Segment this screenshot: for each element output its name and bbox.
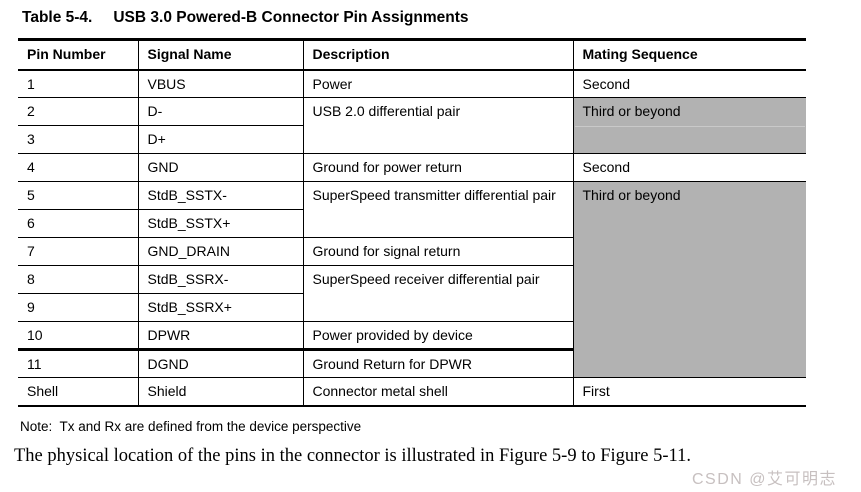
table-row: 7 GND_DRAIN Ground for signal return xyxy=(18,237,806,266)
table-row: 9 StdB_SSRX+ xyxy=(18,293,806,322)
cell-description: Ground for signal return xyxy=(303,237,574,266)
header-description: Description xyxy=(303,38,574,71)
cell-signal: StdB_SSTX- xyxy=(138,181,304,210)
cell-signal: GND xyxy=(138,153,304,182)
body-paragraph: The physical location of the pins in the… xyxy=(14,446,691,466)
table-row: 5 StdB_SSTX- SuperSpeed transmitter diff… xyxy=(18,181,806,378)
cell-signal: StdB_SSRX+ xyxy=(138,293,304,322)
table-row: 2 D- USB 2.0 differential pair Third or … xyxy=(18,97,806,154)
cell-signal: VBUS xyxy=(138,69,304,98)
cell-pin: 11 xyxy=(18,349,139,378)
cell-pin: 5 xyxy=(18,181,139,210)
table-row: 11 DGND Ground Return for DPWR xyxy=(18,349,806,378)
table-row: 3 D+ xyxy=(18,125,806,154)
cell-signal: DGND xyxy=(138,349,304,378)
table-row: 4 GND Ground for power return Second xyxy=(18,153,806,182)
cell-signal: GND_DRAIN xyxy=(138,237,304,266)
cell-mating: Third or beyond xyxy=(573,181,806,378)
cell-pin: 6 xyxy=(18,209,139,238)
cell-description: SuperSpeed transmitter differential pair xyxy=(303,181,574,238)
table-row: 6 StdB_SSTX+ xyxy=(18,209,806,238)
cell-signal: Shield xyxy=(138,377,304,407)
cell-signal: StdB_SSTX+ xyxy=(138,209,304,238)
cell-pin: 9 xyxy=(18,293,139,322)
cell-description: Power provided by device xyxy=(303,321,574,351)
cell-pin: 10 xyxy=(18,321,139,351)
table-row: Shell Shield Connector metal shell First xyxy=(18,377,806,407)
cell-mating: Third or beyond xyxy=(573,97,806,154)
table-row: 10 DPWR Power provided by device xyxy=(18,321,806,351)
header-signal-name: Signal Name xyxy=(138,38,304,71)
cell-pin: 4 xyxy=(18,153,139,182)
cell-description: Ground Return for DPWR xyxy=(303,349,574,378)
table-row: 1 VBUS Power Second xyxy=(18,69,806,98)
cell-description: Ground for power return xyxy=(303,153,574,182)
cell-signal: D+ xyxy=(138,125,304,154)
cell-description: Connector metal shell xyxy=(303,377,574,407)
table-row: 8 StdB_SSRX- SuperSpeed receiver differe… xyxy=(18,265,806,322)
cell-pin: 8 xyxy=(18,265,139,294)
cell-signal: DPWR xyxy=(138,321,304,351)
cell-pin: 7 xyxy=(18,237,139,266)
cell-pin: 2 xyxy=(18,97,139,126)
csdn-watermark: CSDN @艾可明志 xyxy=(692,471,838,488)
cell-description: SuperSpeed receiver differential pair xyxy=(303,265,574,322)
cell-description: Power xyxy=(303,69,574,98)
header-pin-number: Pin Number xyxy=(18,38,139,71)
cell-pin: 1 xyxy=(18,69,139,98)
cell-mating: First xyxy=(573,377,806,407)
cell-signal: StdB_SSRX- xyxy=(138,265,304,294)
cell-description: USB 2.0 differential pair xyxy=(303,97,574,154)
table-note: Note: Tx and Rx are defined from the dev… xyxy=(20,419,362,434)
cell-pin: 3 xyxy=(18,125,139,154)
header-row: Pin Number Signal Name Description Matin… xyxy=(18,38,806,71)
header-mating-sequence: Mating Sequence xyxy=(573,38,806,71)
cell-mating: Second xyxy=(573,153,806,182)
table-caption-label: Table 5-4. xyxy=(22,9,93,26)
table-caption-title: USB 3.0 Powered-B Connector Pin Assignme… xyxy=(113,9,469,26)
cell-signal: D- xyxy=(138,97,304,126)
pin-assignments-table: Pin Number Signal Name Description Matin… xyxy=(18,38,806,407)
table-caption: Table 5-4. USB 3.0 Powered-B Connector Pi… xyxy=(22,9,469,27)
cell-pin: Shell xyxy=(18,377,139,407)
cell-mating: Second xyxy=(573,69,806,98)
